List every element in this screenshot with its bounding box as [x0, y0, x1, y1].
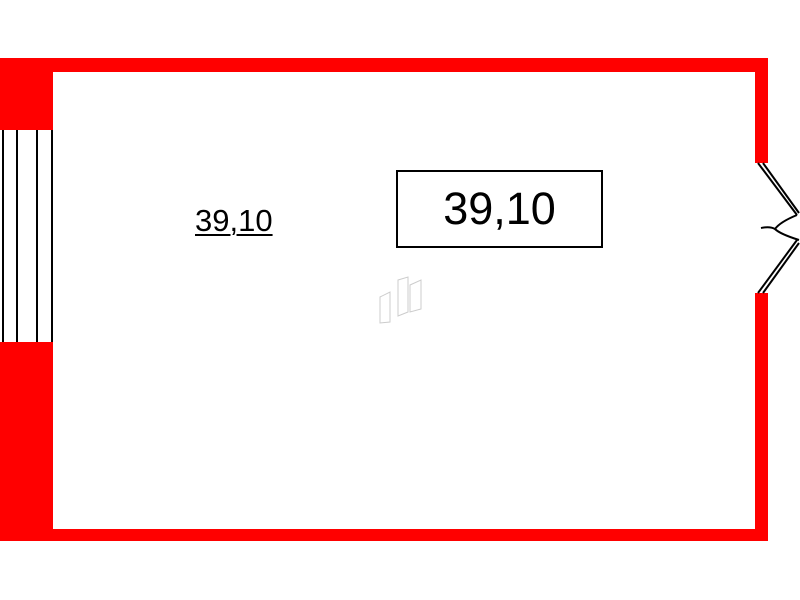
wall-right-upper — [755, 58, 768, 163]
wall-right-lower — [755, 293, 768, 541]
window — [2, 130, 53, 342]
walls — [0, 58, 768, 541]
wall-bottom — [0, 529, 768, 541]
door — [757, 162, 800, 294]
watermark-icon — [379, 276, 422, 324]
room-area-box: 39,10 — [396, 170, 603, 248]
wall-left-lower — [0, 342, 53, 541]
wall-left-upper — [0, 58, 53, 130]
wall-top — [0, 58, 768, 72]
room-area-label: 39,10 — [195, 203, 273, 238]
room-area-box-text: 39,10 — [443, 183, 556, 234]
